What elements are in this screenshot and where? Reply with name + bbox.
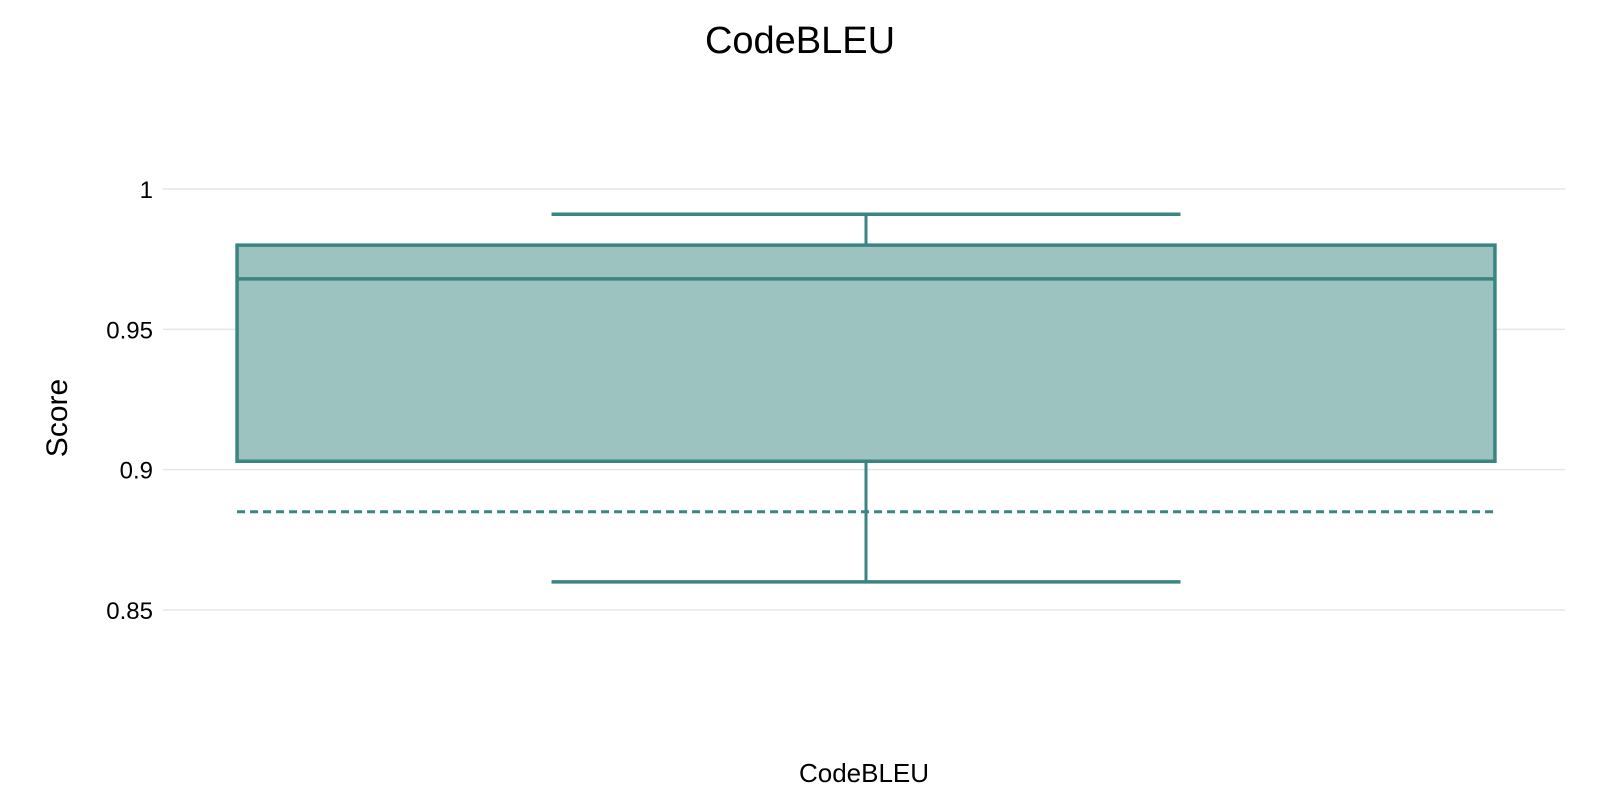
x-axis-category-labels: CodeBLEU xyxy=(799,758,929,788)
interquartile-box xyxy=(235,243,1497,463)
y-tick-label: 0.85 xyxy=(106,598,153,625)
y-axis-label: Score xyxy=(41,379,74,457)
y-tick-label: 0.95 xyxy=(106,317,153,344)
y-tick-label: 1 xyxy=(140,177,153,204)
y-axis-tick-labels: 0.85 0.9 0.95 1 xyxy=(106,177,153,625)
y-tick-label: 0.9 xyxy=(120,458,153,485)
x-category-label: CodeBLEU xyxy=(799,758,929,788)
box-series xyxy=(235,212,1497,584)
box-CodeBLEU xyxy=(235,212,1497,584)
chart-title: CodeBLEU xyxy=(705,20,895,62)
